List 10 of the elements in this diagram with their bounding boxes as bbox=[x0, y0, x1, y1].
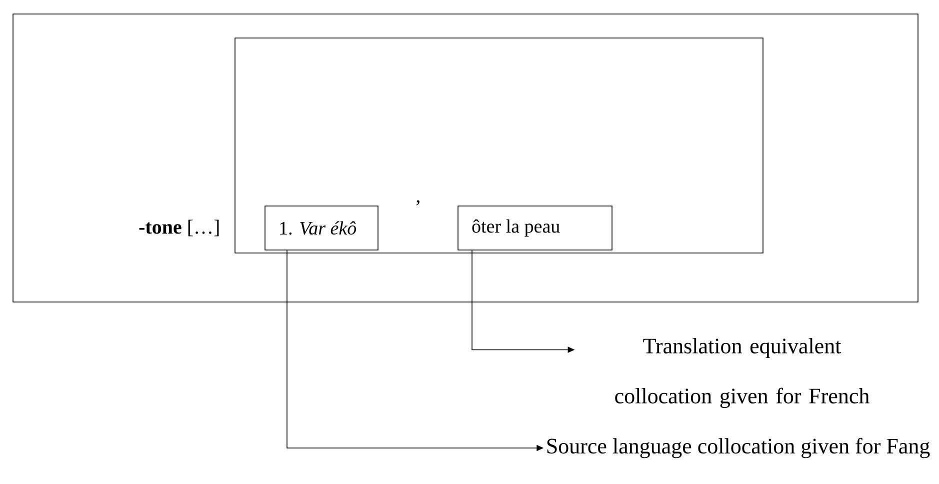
annotation-text: Source language collocation given for Fang bbox=[547, 438, 930, 458]
headword: -tone […] bbox=[139, 220, 219, 236]
annotation-text: Translation equivalent collocation given for French bbox=[615, 338, 870, 408]
text: 1. Var ékô bbox=[280, 221, 356, 235]
entry-box bbox=[12, 14, 918, 302]
apostrophe: ’ bbox=[416, 200, 420, 206]
equivalent-box bbox=[458, 206, 612, 250]
text: ôter la peau bbox=[472, 219, 560, 237]
collocation-box bbox=[264, 206, 378, 250]
sense-box bbox=[234, 38, 764, 254]
